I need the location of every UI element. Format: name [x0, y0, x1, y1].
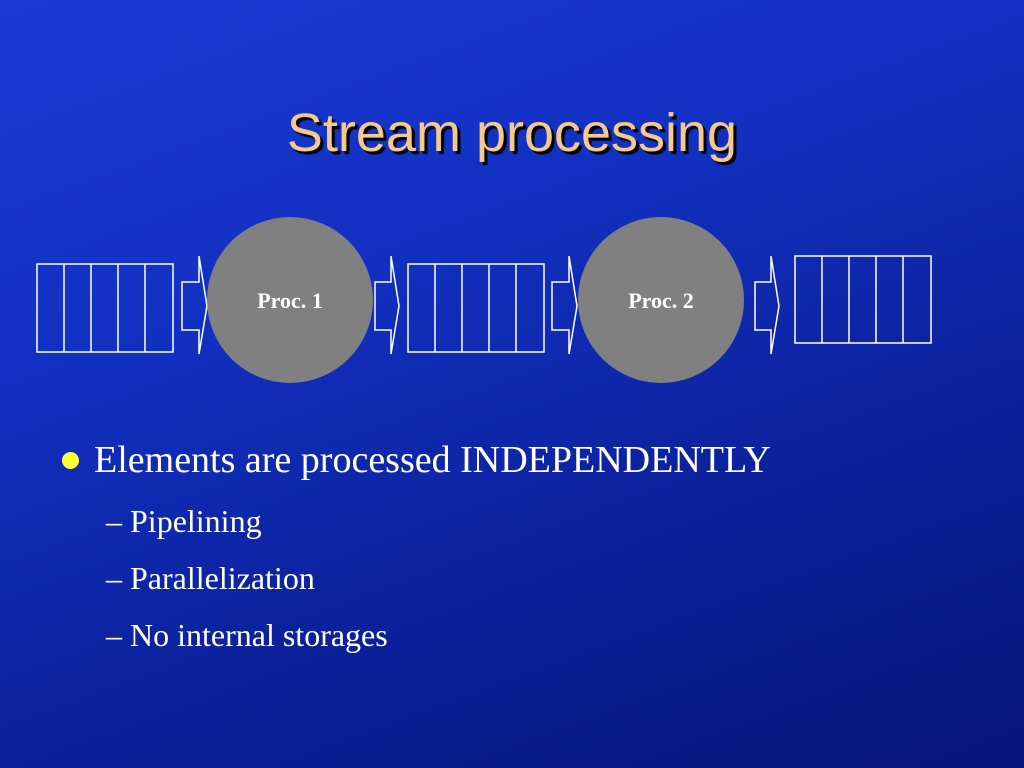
slide-title: Stream processing: [286, 103, 738, 163]
arrow-right-icon: [754, 255, 780, 355]
bullet-list: Elements are processed INDEPENDENTLY – P…: [62, 436, 1002, 664]
dash-icon: –: [106, 560, 130, 596]
sub-bullet-item: – No internal storages: [106, 607, 1002, 664]
sub-bullet-list: – Pipelining – Parallelization – No inte…: [106, 493, 1002, 664]
input-buffer: [36, 263, 174, 353]
sub-bullet-text: No internal storages: [130, 617, 388, 653]
output-buffer: [794, 255, 932, 344]
sub-bullet-item: – Parallelization: [106, 550, 1002, 607]
bullet-main-text: Elements are processed INDEPENDENTLY: [94, 439, 771, 481]
bullet-main: Elements are processed INDEPENDENTLY: [62, 436, 1002, 484]
sub-bullet-text: Parallelization: [130, 560, 315, 596]
arrow-right-icon: [374, 255, 400, 355]
processor-1-label: Proc. 1: [257, 288, 323, 313]
dash-icon: –: [106, 617, 130, 653]
intermediate-buffer: [407, 263, 545, 353]
arrow-right-icon: [181, 255, 208, 355]
bullet-dot-icon: [62, 451, 79, 469]
processor-2-label: Proc. 2: [628, 288, 694, 313]
processor-1: Proc. 1: [207, 217, 373, 383]
processor-2: Proc. 2: [578, 217, 744, 383]
sub-bullet-text: Pipelining: [130, 503, 262, 539]
arrow-right-icon: [551, 255, 578, 355]
dash-icon: –: [106, 503, 130, 539]
sub-bullet-item: – Pipelining: [106, 493, 1002, 550]
